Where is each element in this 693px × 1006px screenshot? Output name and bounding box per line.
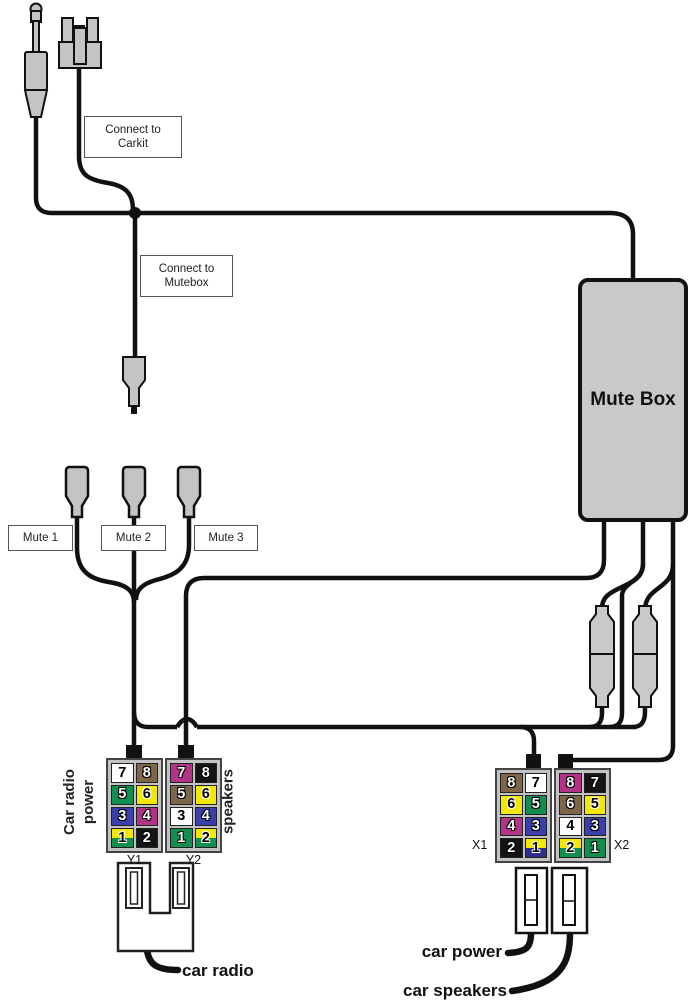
x1-branch-wire (519, 724, 537, 756)
speakers-label: speakers (219, 747, 238, 857)
pin-2: 2 (559, 838, 582, 858)
carkit-connector (58, 17, 102, 69)
car-power-plug (514, 866, 549, 935)
carkit-wire (76, 64, 136, 211)
pin-4: 4 (135, 806, 158, 827)
mute1-label: Mute 1 (8, 525, 73, 551)
connect-to-mutebox-label: Connect to Mutebox (140, 255, 233, 297)
pin-4: 4 (194, 806, 217, 827)
pin-6: 6 (194, 784, 217, 805)
connect-to-mutebox-line2: Mutebox (164, 277, 209, 289)
pin-1: 1 (524, 838, 547, 858)
mute3-spade (176, 465, 202, 519)
pin-5: 5 (524, 794, 547, 815)
mute2-label: Mute 2 (101, 525, 166, 551)
mute-box: Mute Box (578, 278, 688, 522)
car-radio-power-line1: Car radio (61, 769, 78, 835)
pin-6: 6 (500, 794, 523, 815)
car-radio-hook-wire (143, 946, 182, 974)
mute2-spade (121, 465, 147, 519)
pin-8: 8 (135, 763, 158, 783)
left-barrel (589, 605, 615, 708)
left-barrel-out (589, 707, 605, 730)
connect-to-carkit-line1: Connect to (105, 123, 161, 136)
pin-3: 3 (170, 806, 193, 827)
x1-tab (526, 754, 541, 769)
pin-4: 4 (559, 816, 582, 837)
wire-junction-dot (129, 207, 141, 219)
wire-c-to-right-barrel (642, 563, 676, 611)
y2-tab (178, 745, 194, 759)
car-speakers-plug (550, 866, 589, 935)
pinblock-tabs (126, 745, 573, 769)
pin-7: 7 (524, 773, 547, 793)
jack-wire (33, 118, 130, 216)
car-speakers-label: car speakers (403, 981, 507, 1000)
mutebox-to-y2-wire (183, 522, 607, 746)
mute-spade-connectors (64, 465, 202, 519)
x2-tab (558, 754, 573, 769)
car-radio-label: car radio (182, 961, 254, 980)
pin-1: 1 (170, 828, 193, 848)
pin-6: 6 (559, 794, 582, 815)
pin-3: 3 (524, 816, 547, 837)
main-wire-to-mutebox (135, 210, 636, 278)
mute1-text: Mute 1 (22, 531, 59, 544)
mute-box-title: Mute Box (590, 389, 676, 410)
y1-label: Y1 (126, 853, 143, 867)
pin-2: 2 (194, 828, 217, 848)
pin-3: 3 (111, 806, 134, 827)
bus-h1-hop (175, 716, 199, 729)
car-radio-power-label: Car radio power (60, 747, 100, 857)
x1-label: X1 (472, 838, 488, 852)
pin-5: 5 (111, 784, 134, 805)
y2-label: Y2 (185, 853, 202, 867)
pin-7: 7 (170, 763, 193, 783)
pin-2: 2 (135, 828, 158, 848)
y1-tab (126, 745, 142, 759)
mute2-text: Mute 2 (115, 531, 152, 544)
car-radio-power-line2: power (80, 779, 97, 825)
car-radio-connector (116, 861, 195, 953)
jack-plug (23, 2, 49, 118)
pin-8: 8 (194, 763, 217, 783)
car-power-hook-wire (504, 929, 535, 957)
x2-label: X2 (614, 838, 630, 852)
car-speakers-hook-wire (508, 929, 574, 995)
mute3-text: Mute 3 (208, 531, 244, 544)
wire-c-to-x2 (570, 564, 676, 763)
right-barrel (632, 605, 658, 708)
pin-6: 6 (135, 784, 158, 805)
mute3-wire (133, 517, 192, 601)
speakers-text: speakers (219, 768, 237, 835)
pin-7: 7 (111, 763, 134, 783)
pin-7: 7 (583, 773, 606, 793)
mute3-label: Mute 3 (194, 525, 258, 551)
connect-to-carkit-label: Connect to Carkit (84, 116, 182, 158)
pin-3: 3 (583, 816, 606, 837)
pin-4: 4 (500, 816, 523, 837)
inline-barrel-connectors (589, 605, 658, 708)
mutebox-plug (122, 356, 146, 414)
connect-to-carkit-line2: Carkit (117, 138, 149, 150)
mute1-spade (64, 465, 90, 519)
pin-5: 5 (583, 794, 606, 815)
pin-1: 1 (111, 828, 134, 848)
car-power-label: car power (421, 942, 502, 961)
pin-8: 8 (559, 773, 582, 793)
bus-h1-left (131, 711, 177, 730)
connect-to-mutebox-line1: Connect to (158, 262, 215, 275)
pin-2: 2 (500, 838, 523, 858)
right-barrel-out (632, 705, 648, 730)
pin-1: 1 (583, 838, 606, 858)
pin-8: 8 (500, 773, 523, 793)
pin-5: 5 (170, 784, 193, 805)
